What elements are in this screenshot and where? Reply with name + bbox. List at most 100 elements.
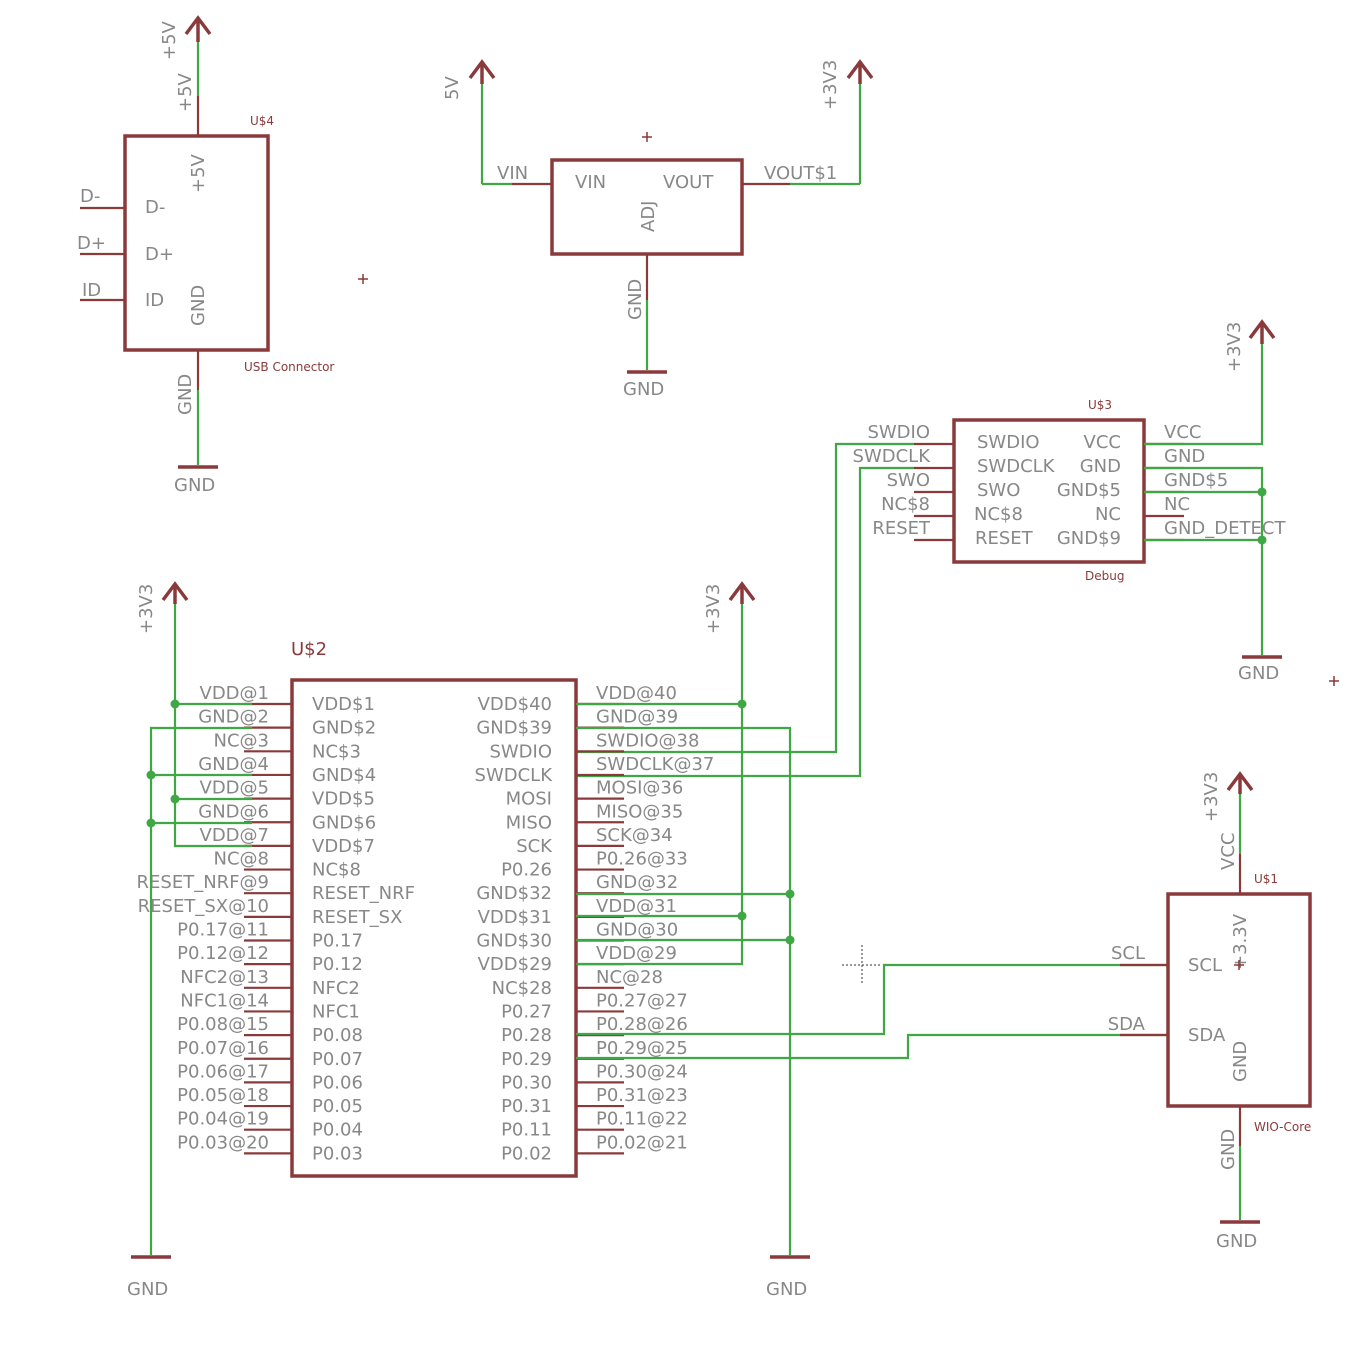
gnd-symbol-reg: GND xyxy=(623,370,667,400)
mcu-right-net-label: SWDIO@38 xyxy=(596,730,699,751)
junction-dot xyxy=(737,699,747,709)
debug-connector[interactable]: U$3 Debug SWDIO SWDCLK SWO NC$8 RESET VC… xyxy=(853,398,1287,583)
usb-connector-name: U$4 xyxy=(250,114,274,128)
mcu-right-pin-name: P0.11 xyxy=(501,1120,552,1141)
wio-core-pin-gnd: GND xyxy=(1230,1041,1251,1082)
gnd-label-debug: GND xyxy=(1238,663,1279,684)
mcu-right-pin-name: SWDCLK xyxy=(475,765,554,786)
wio-core-module[interactable]: U$1 WIO-Core SCL SDA +3.3V GND VCC SCL S… xyxy=(1108,790,1312,1220)
debug-net-nc: NC xyxy=(1164,494,1190,515)
junction-dot xyxy=(146,770,156,780)
mcu-left-net-label: NFC1@14 xyxy=(180,990,269,1011)
mcu-left-pin-name: GND$4 xyxy=(312,765,376,786)
mcu-left-net-label: NC@8 xyxy=(214,849,270,870)
mcu-right-pin-name: VDD$31 xyxy=(478,907,552,928)
debug-connector-value: Debug xyxy=(1085,569,1124,583)
mcu-right-net-label: P0.02@21 xyxy=(596,1132,688,1153)
junction-dot xyxy=(146,818,156,828)
mcu-left-net-label: GND@4 xyxy=(198,754,269,775)
regulator-origin-marker xyxy=(642,132,652,142)
mcu-left-pin-name: P0.12 xyxy=(312,954,363,975)
debug-net-swdio: SWDIO xyxy=(867,422,930,443)
usb-net-dminus: D- xyxy=(80,186,100,207)
regulator-pin-adj: ADJ xyxy=(638,201,659,232)
mcu-left-net-label: P0.17@11 xyxy=(177,920,269,941)
mcu-left-pin-name: RESET_NRF xyxy=(312,883,415,904)
debug-net-reset: RESET xyxy=(872,518,931,539)
mcu-right-pin-name: P0.30 xyxy=(501,1072,552,1093)
mcu-right-net-label: P0.27@27 xyxy=(596,990,688,1011)
mcu-left-pin-name: GND$2 xyxy=(312,718,376,739)
supply-5v-usb: +5V xyxy=(159,15,212,60)
mcu-right-net-label: GND@32 xyxy=(596,872,678,893)
mcu-left-pin-name: P0.08 xyxy=(312,1025,363,1046)
wio-core-pin-scl: SCL xyxy=(1188,955,1222,976)
mcu-left-net-label: VDD@7 xyxy=(200,825,270,846)
debug-pin-reset: RESET xyxy=(975,528,1034,549)
gnd-label-mcu-left: GND xyxy=(127,1279,168,1300)
gnd-symbol-mcu-left: GND xyxy=(127,1255,171,1300)
wio-core-pin-3v3: +3.3V xyxy=(1230,913,1251,970)
debug-pin-gnd: GND xyxy=(1080,456,1121,477)
usb-pin-gnd: GND xyxy=(188,285,209,326)
mcu-right-net-label: VDD@40 xyxy=(596,683,677,704)
debug-pin-swdio: SWDIO xyxy=(977,432,1040,453)
gnd-symbol-debug: GND xyxy=(1238,655,1282,684)
mcu-left-net-label: P0.07@16 xyxy=(177,1038,269,1059)
mcu-left-net-label: P0.05@18 xyxy=(177,1085,269,1106)
debug-net-gnd-detect: GND_DETECT xyxy=(1164,518,1286,539)
mcu-right-pin-name: VDD$29 xyxy=(478,954,552,975)
mcu-right-net-label: GND@39 xyxy=(596,707,678,728)
supply-3v3-wio-label: +3V3 xyxy=(1201,772,1222,822)
gnd-label-wio: GND xyxy=(1216,1231,1257,1252)
mcu-left-pin-name: NC$3 xyxy=(312,741,361,762)
usb-pin-dplus: D+ xyxy=(145,244,174,265)
debug-wires xyxy=(576,340,1267,778)
mcu-right-pin-name: P0.28 xyxy=(501,1025,552,1046)
supply-3v3-debug-label: +3V3 xyxy=(1224,322,1245,372)
mcu-right-pin-name: P0.26 xyxy=(501,860,552,881)
supply-3v3-reg: +3V3 xyxy=(820,59,874,110)
supply-5v-reg-label: 5V xyxy=(442,76,463,100)
mcu-left-net-label: VDD@1 xyxy=(200,683,270,704)
usb-net-id: ID xyxy=(82,280,101,301)
gnd-symbol-usb: GND xyxy=(174,465,218,496)
wio-core-pin-vcc: VCC xyxy=(1218,833,1239,870)
mcu-left-net-label: NFC2@13 xyxy=(180,967,269,988)
debug-pin-swo: SWO xyxy=(977,480,1020,501)
mcu-right-net-label: P0.28@26 xyxy=(596,1014,688,1035)
mcu-right-net-label: MOSI@36 xyxy=(596,778,683,799)
supply-3v3-mcu-right-label: +3V3 xyxy=(703,584,724,634)
mcu-right-pin-name: GND$30 xyxy=(476,931,552,952)
mcu-right-net-label: VDD@29 xyxy=(596,943,677,964)
debug-net-vcc: VCC xyxy=(1164,422,1201,443)
usb-connector[interactable]: U$4 USB Connector +5V +5V D- D+ ID GND D… xyxy=(77,40,334,465)
supply-3v3-wio: +3V3 xyxy=(1201,771,1254,822)
supply-5v-usb-label: +5V xyxy=(159,20,180,60)
mcu-right-pin-name: P0.31 xyxy=(501,1096,552,1117)
usb-pin-5v: +5V xyxy=(188,153,209,193)
debug-pin-nc: NC xyxy=(1095,504,1121,525)
gnd-symbol-mcu-right: GND xyxy=(766,1255,810,1300)
mcu-left-net-label: P0.06@17 xyxy=(177,1061,269,1082)
mcu-module-name: U$2 xyxy=(291,639,327,660)
mcu-right-pin-name: SCK xyxy=(516,836,553,857)
mcu-right-pin-name: P0.27 xyxy=(501,1001,552,1022)
mcu-module[interactable]: U$2 VDD$1VDD@1GND$2GND@2NC$3NC@3GND$4GND… xyxy=(137,639,715,1178)
debug-pin-gnd9: GND$9 xyxy=(1057,528,1121,549)
mcu-right-net-label: P0.26@33 xyxy=(596,849,688,870)
mcu-left-net-label: P0.03@20 xyxy=(177,1132,269,1153)
debug-net-gnd: GND xyxy=(1164,446,1205,467)
mcu-right-net-label: P0.11@22 xyxy=(596,1109,688,1130)
debug-origin-marker xyxy=(1329,676,1339,686)
wio-core-value: WIO-Core xyxy=(1254,1120,1311,1134)
mcu-right-net-label: P0.31@23 xyxy=(596,1085,688,1106)
voltage-regulator[interactable]: VIN VIN VOUT VOUT$1 ADJ GND xyxy=(480,80,862,370)
usb-connector-value: USB Connector xyxy=(244,360,334,374)
junction-dot xyxy=(1257,487,1267,497)
mcu-right-pin-name: SWDIO xyxy=(489,741,552,762)
mcu-left-pin-name: NFC2 xyxy=(312,978,360,999)
mcu-right-pin-name: GND$39 xyxy=(476,718,552,739)
mcu-left-pin-name: P0.03 xyxy=(312,1143,363,1164)
